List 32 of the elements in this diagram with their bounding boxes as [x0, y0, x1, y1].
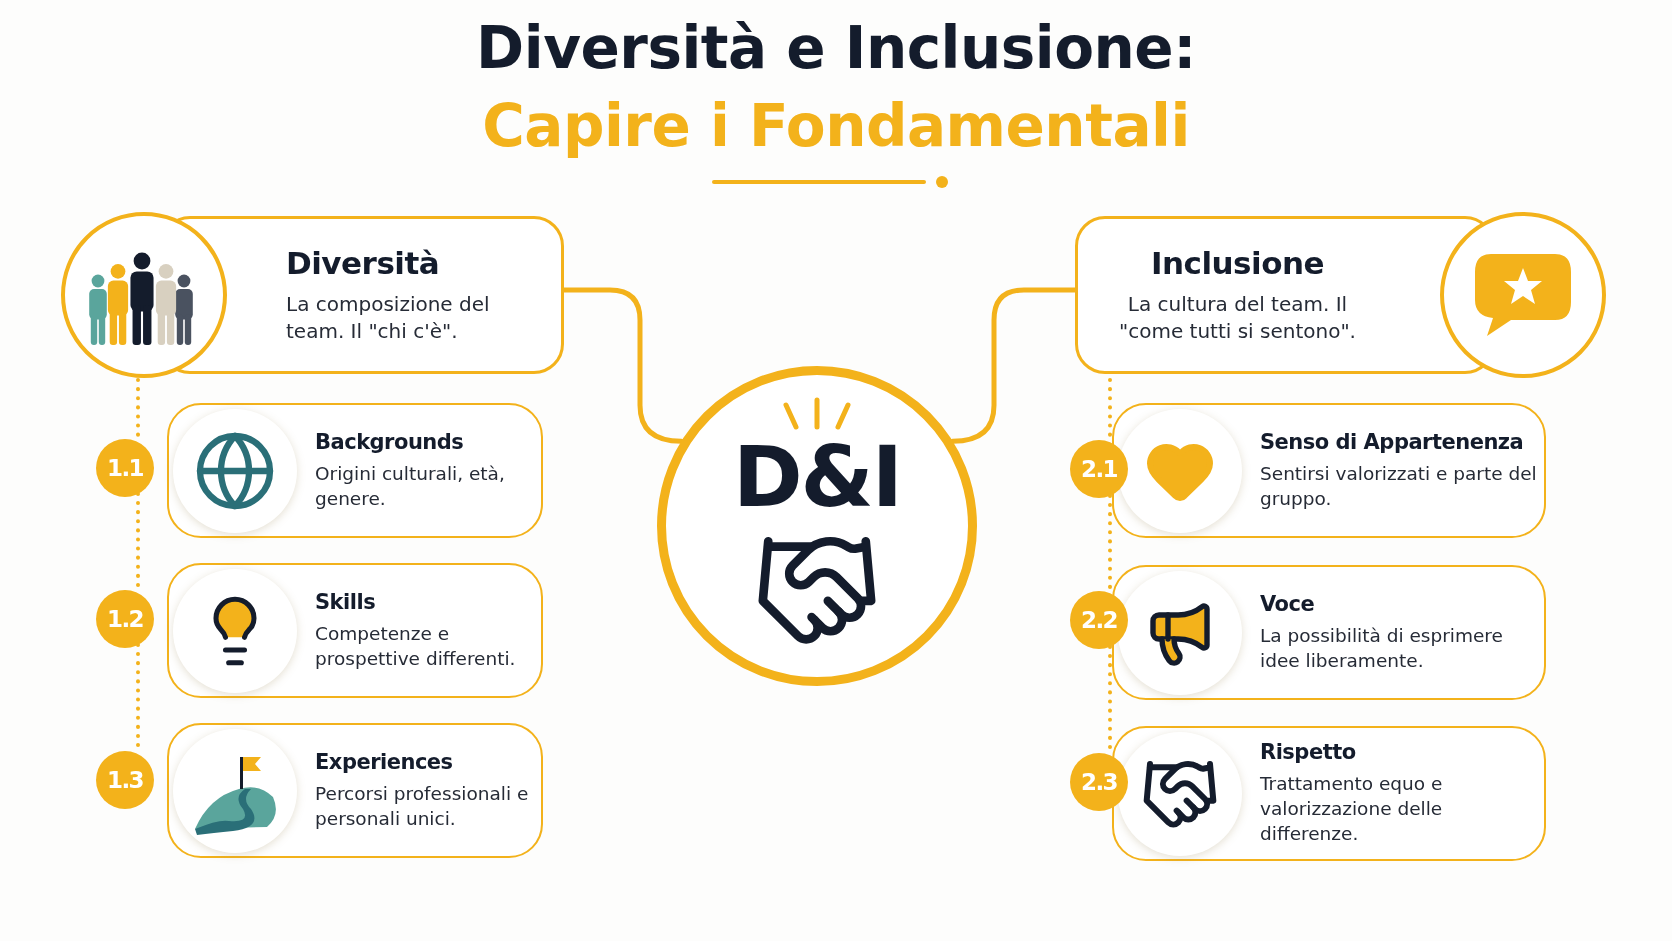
number-badge: 2.2 — [1070, 591, 1128, 649]
card-title: Skills — [315, 589, 377, 614]
number-badge: 2.3 — [1070, 753, 1128, 811]
card-title: Inclusione — [1150, 245, 1325, 281]
card-description: La possibilità di esprimere idee liberamente. — [1260, 623, 1504, 673]
info-card — [61, 210, 564, 380]
card-description: Sentirsi valorizzati e parte del gruppo. — [1260, 461, 1538, 511]
card-description: Origini culturali, età, genere. — [315, 461, 506, 511]
card-title: Senso di Appartenenza — [1260, 429, 1525, 454]
info-card — [167, 723, 543, 858]
card-title: Diversità — [286, 245, 440, 281]
info-card — [167, 563, 543, 698]
card-title: Rispetto — [1260, 740, 1357, 765]
diagram-title: Diversità e Inclusione: — [475, 14, 1197, 82]
diagram-subtitle: Capire i Fondamentali — [481, 92, 1191, 160]
info-card — [1075, 210, 1606, 380]
card-description: La cultura del team. Il "come tutti si sentono". — [1118, 291, 1357, 345]
card-title: Backgrounds — [315, 429, 465, 454]
connector-line — [561, 287, 684, 444]
card-description: Trattamento equo e valorizzazione delle differenze. — [1260, 772, 1444, 846]
connector-line — [950, 287, 1078, 444]
card-title: Experiences — [315, 749, 454, 774]
hub-label: D&I — [732, 435, 902, 519]
card-description: Percorsi professionali e personali unici. — [315, 781, 530, 831]
number-badge: 1.1 — [96, 439, 154, 497]
info-card — [167, 403, 543, 538]
number-badge: 1.2 — [96, 590, 154, 648]
number-badge: 2.1 — [1070, 440, 1128, 498]
card-title: Voce — [1260, 591, 1316, 616]
card-description: Competenze e prospettive differenti. — [315, 621, 517, 671]
number-badge: 1.3 — [96, 751, 154, 809]
card-description: La composizione del team. Il "chi c'è". — [286, 291, 491, 345]
